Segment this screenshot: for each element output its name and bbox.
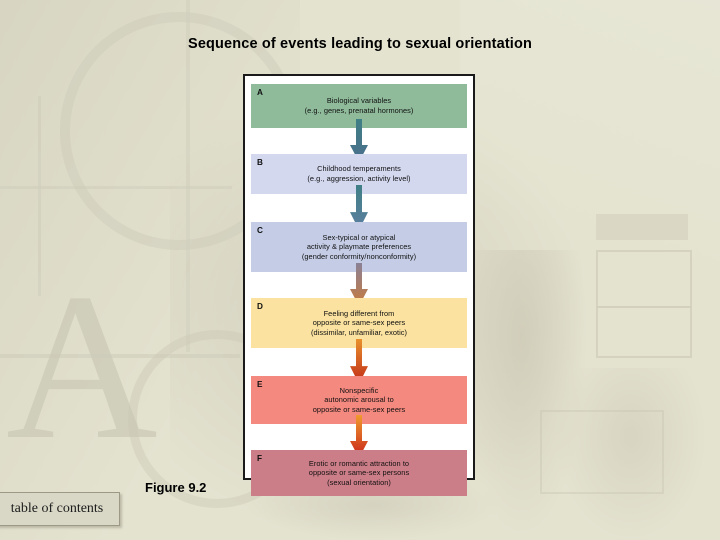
figure-image: A Biological variables(e.g., genes, prena… xyxy=(243,74,475,496)
flowchart-panel-a: A Biological variables(e.g., genes, prena… xyxy=(251,84,467,128)
background-watermark-line-horizontal-1 xyxy=(0,186,232,189)
table-of-contents-button[interactable]: table of contents xyxy=(0,492,120,526)
panel-text-line: (sexual orientation) xyxy=(327,477,391,487)
panel-text-line: opposite or same-sex peers xyxy=(312,404,406,414)
flowchart-gap xyxy=(251,119,467,162)
table-of-contents-label: table of contents xyxy=(10,501,104,516)
panel-text-line: Erotic or romantic attraction to xyxy=(308,458,410,468)
flowchart-gap xyxy=(251,339,467,384)
panel-text-line: (gender conformity/nonconformity) xyxy=(301,251,417,261)
background-watermark-letter: A xyxy=(6,251,158,483)
background-watermark-figure-left xyxy=(468,250,588,540)
panel-text-line: (e.g., genes, prenatal hormones) xyxy=(304,106,414,115)
slide-title: Sequence of events leading to sexual ori… xyxy=(188,36,532,52)
panel-text-line: autonomic arousal to xyxy=(324,395,394,405)
panel-text-line: opposite or same-sex peers xyxy=(312,318,406,328)
background-watermark-box-3 xyxy=(540,410,664,494)
background-watermark-line-vertical-2 xyxy=(186,0,190,352)
panel-letter-d: D xyxy=(257,302,263,311)
panel-text-b: Childhood temperaments(e.g., aggression,… xyxy=(291,164,426,183)
panel-text-line: activity & playmate preferences xyxy=(306,242,412,252)
panel-text-line: (e.g., aggression, activity level) xyxy=(307,174,411,183)
panel-text-line: opposite or same-sex persons xyxy=(308,468,410,478)
panel-text-line: Nonspecific xyxy=(339,385,379,395)
panel-text-a: Biological variables(e.g., genes, prenat… xyxy=(289,96,430,115)
background-watermark-figure-right xyxy=(556,368,706,540)
panel-letter-f: F xyxy=(257,454,263,463)
panel-letter-c: C xyxy=(257,226,263,235)
flowchart-gap xyxy=(251,185,467,230)
panel-text-line: Biological variables xyxy=(326,96,392,106)
panel-letter-b: B xyxy=(257,158,263,167)
flowchart-gap xyxy=(251,415,467,458)
panel-text-line: (dissimilar, unfamiliar, exotic) xyxy=(310,327,408,337)
background-watermark-line-vertical-1 xyxy=(38,96,41,296)
background-watermark-box-2 xyxy=(596,306,692,358)
flowchart-panel-b: B Childhood temperaments(e.g., aggression… xyxy=(251,154,467,194)
background-watermark-box-filled xyxy=(596,214,688,240)
background-watermark-box-1 xyxy=(596,250,692,308)
panel-letter-e: E xyxy=(257,380,263,389)
panel-text-line: Sex-typical or atypical xyxy=(322,232,396,242)
panel-text-line: Feeling different from xyxy=(323,308,395,318)
background-watermark-line-horizontal-2 xyxy=(0,354,240,358)
flowchart-gap xyxy=(251,263,467,306)
figure-flowchart: A Biological variables(e.g., genes, prena… xyxy=(245,76,473,496)
figure-caption: Figure 9.2 xyxy=(145,480,207,495)
panel-text-line: Childhood temperaments xyxy=(317,164,401,174)
panel-letter-a: A xyxy=(257,88,263,97)
